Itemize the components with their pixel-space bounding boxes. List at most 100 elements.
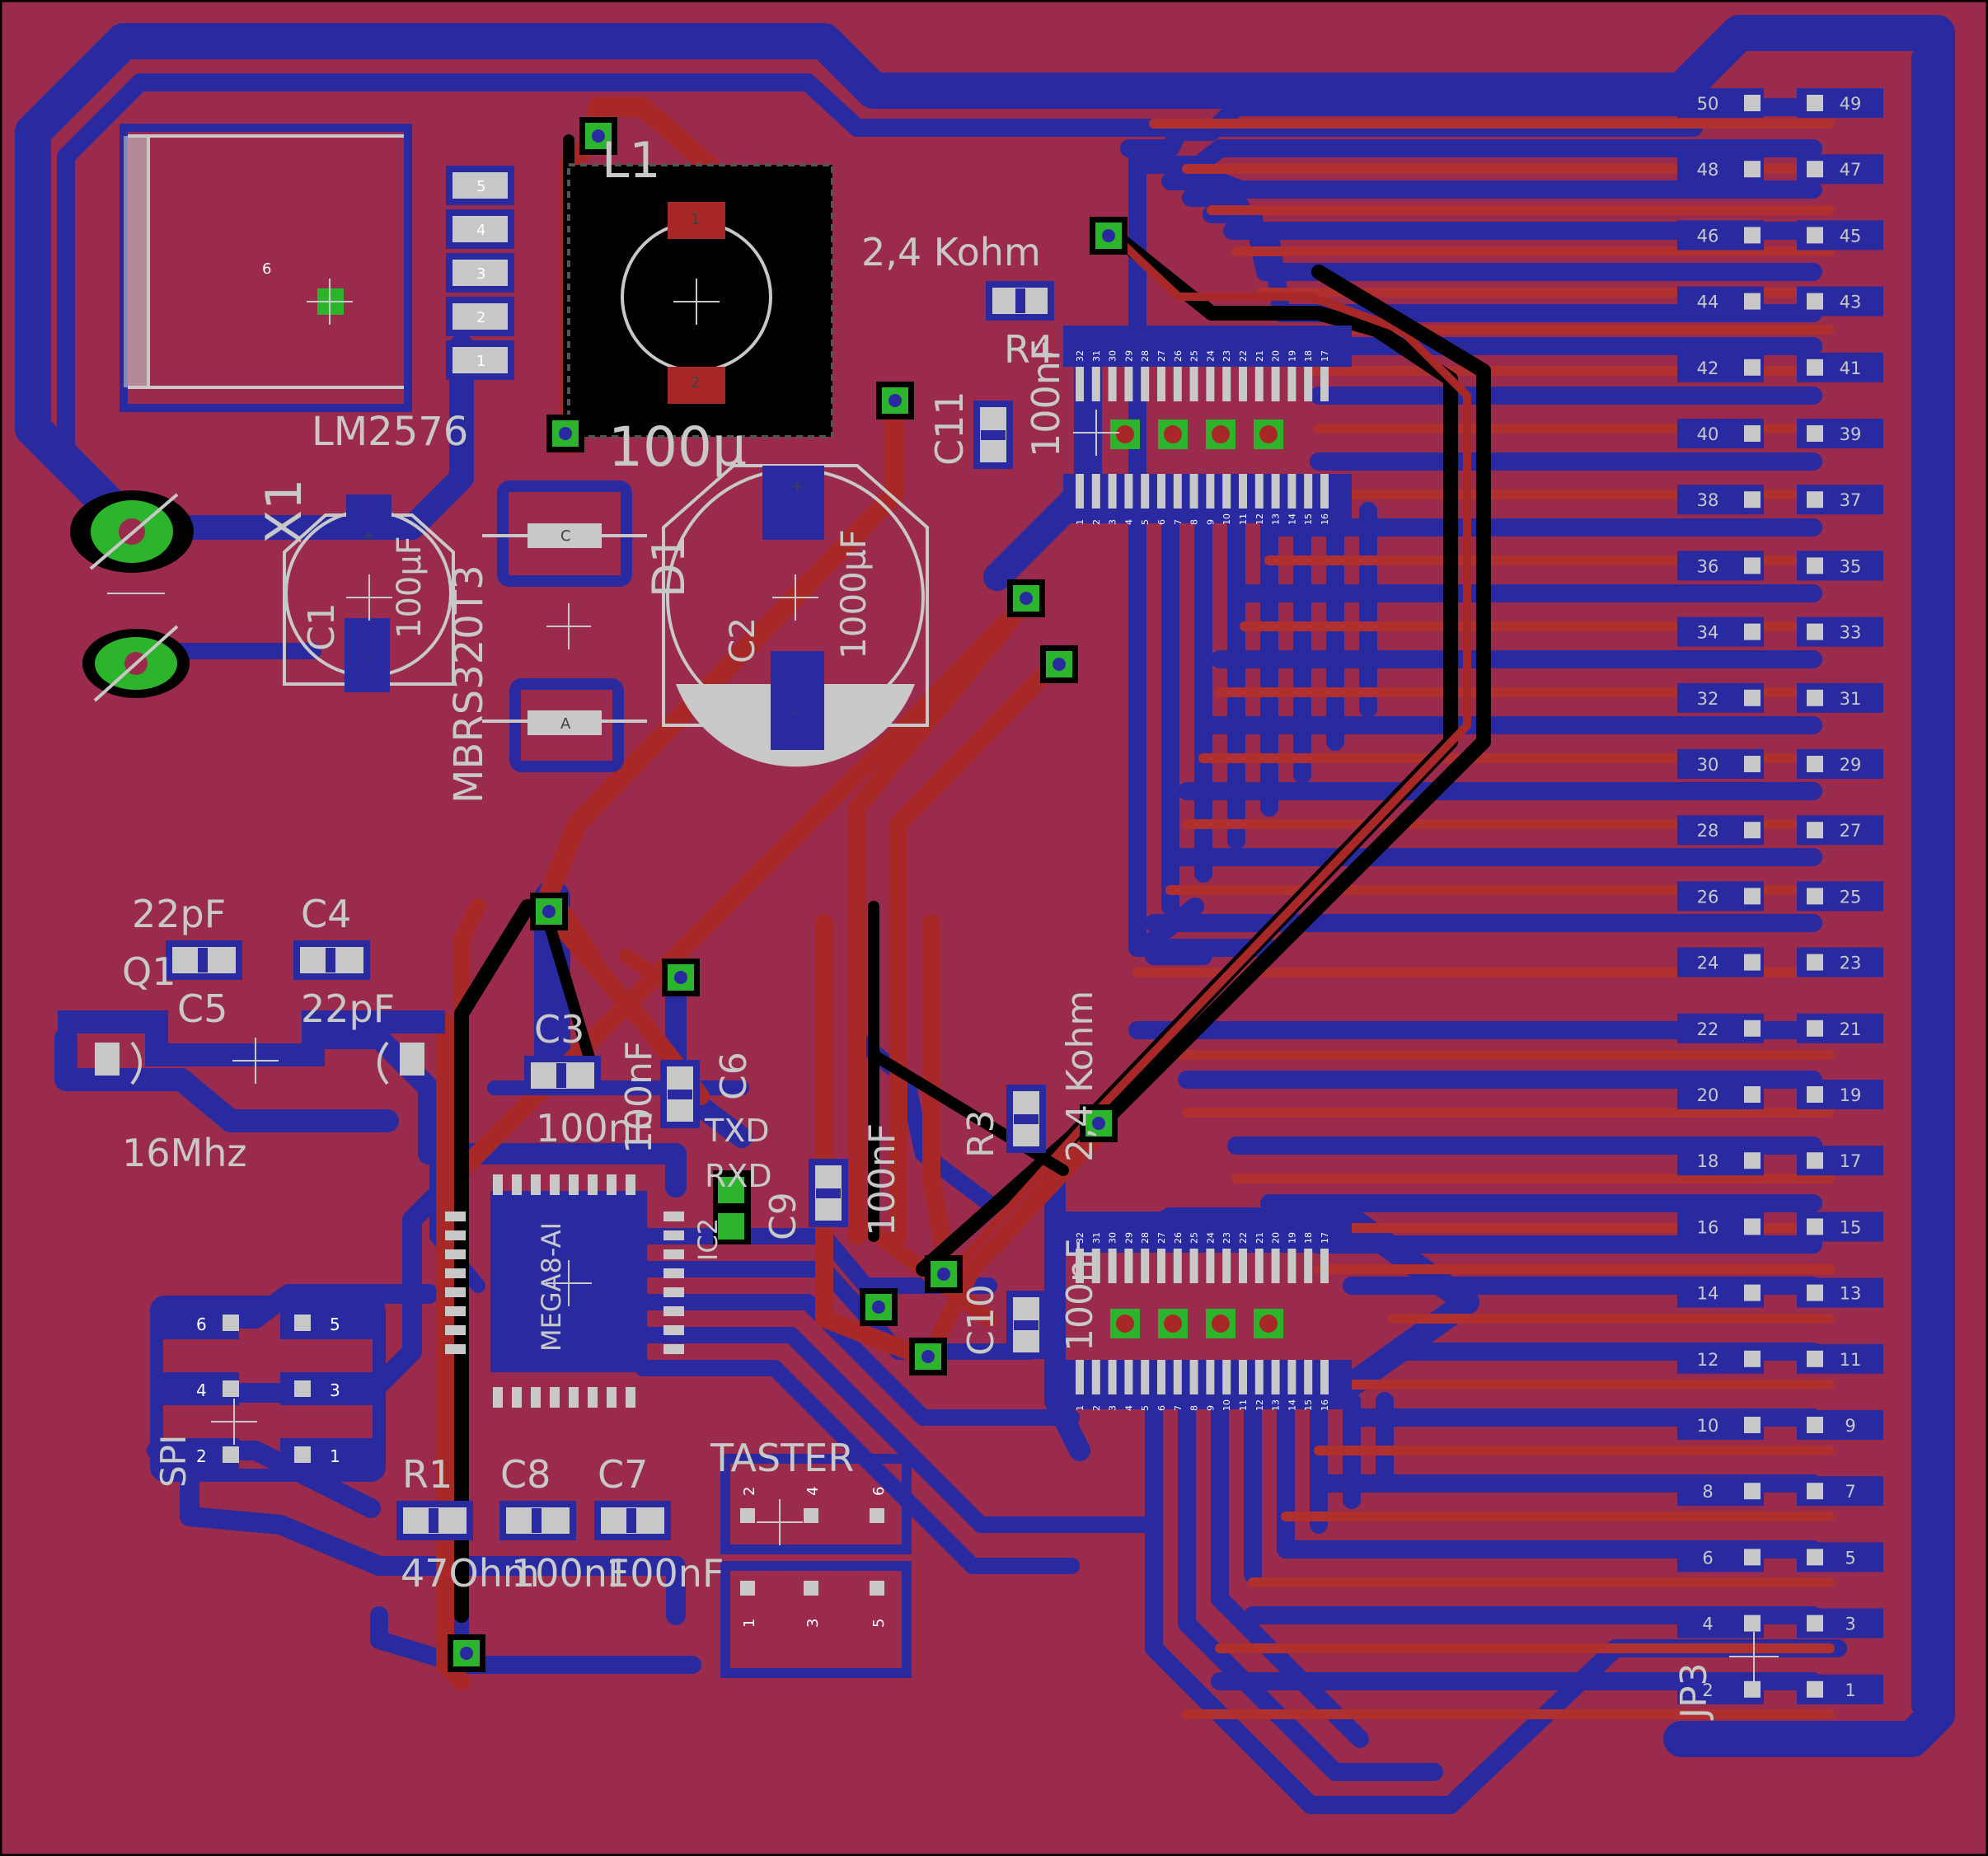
- spi-pin-numbers: 6 5 4 3 2 1: [196, 1315, 340, 1466]
- mcu-pad: [626, 1174, 635, 1195]
- jp3-pad-left: 26: [1677, 881, 1764, 912]
- fpc-pad: 7: [1173, 1360, 1184, 1411]
- jp3-pin-number: 49: [1840, 94, 1862, 114]
- mcu-pad: [493, 1174, 503, 1195]
- via: [1254, 1309, 1283, 1338]
- label-c3-value: 100nF: [536, 1106, 654, 1151]
- fpc-pin-number: 19: [1287, 1232, 1297, 1244]
- fpc-pad: 23: [1221, 350, 1232, 401]
- fpc-pin-number: 4: [1123, 519, 1134, 525]
- spi-pin-3: 3: [330, 1380, 340, 1400]
- fpc-pad: 20: [1271, 1232, 1282, 1283]
- via: [1158, 419, 1188, 449]
- fpc-pin-number: 30: [1108, 1232, 1118, 1244]
- fpc-pad: 13: [1271, 1360, 1282, 1411]
- cap-c10: [1006, 1291, 1046, 1359]
- fpc-pin-number: 16: [1320, 1399, 1330, 1411]
- spi-pin-5: 5: [330, 1315, 340, 1334]
- mcu-pad: [550, 1387, 560, 1408]
- jp3-pin-number: 5: [1845, 1548, 1855, 1568]
- jp3-pin-number: 26: [1697, 887, 1719, 907]
- fpc-pad: 19: [1287, 350, 1297, 401]
- jp3-pin-number: 16: [1697, 1217, 1719, 1237]
- jp3-pad-left: 34: [1677, 616, 1764, 647]
- fpc-pin-number: 23: [1221, 1232, 1232, 1244]
- fpc-pad: 14: [1287, 474, 1297, 525]
- fpc-pad: 23: [1221, 1232, 1232, 1283]
- diode-c-marker: C: [560, 527, 571, 545]
- spi-pin-6: 6: [196, 1315, 207, 1334]
- mcu-pad: [445, 1249, 466, 1259]
- fpc-pad: 4: [1123, 474, 1134, 525]
- jp3-pin-number: 33: [1840, 623, 1862, 643]
- label-x1: X1: [256, 479, 313, 544]
- fpc-pin-number: 1: [1075, 1405, 1085, 1411]
- fpc-pad: 32: [1075, 1232, 1085, 1283]
- fpc-pin-number: 17: [1320, 1232, 1330, 1244]
- jp3-pad-right: 9: [1797, 1410, 1883, 1440]
- lm-pin-3: 3: [476, 265, 485, 283]
- jp3-pin-number: 27: [1840, 821, 1862, 841]
- label-d1-part: MBRS320T3: [446, 565, 492, 804]
- fpc-pin-number: 25: [1189, 1232, 1200, 1244]
- lm2576-pin-numbers: 5 4 3 2 1 6: [262, 178, 485, 370]
- jp3-pad-left: 12: [1677, 1343, 1764, 1374]
- origin-marks: [107, 279, 1779, 1681]
- mcu-pad: [445, 1306, 466, 1316]
- label-taster: TASTER: [710, 1436, 854, 1480]
- label-c9-value: 100nF: [861, 1123, 903, 1236]
- fpc-pin-number: 6: [1156, 1405, 1167, 1411]
- fpc-pin-number: 5: [1140, 519, 1151, 525]
- fpc-pin-number: 12: [1254, 513, 1265, 525]
- taster-pin-4: 4: [804, 1487, 822, 1496]
- fpc-pin-number: 17: [1320, 350, 1330, 362]
- label-rxd: RXD: [705, 1158, 772, 1194]
- fpc-pin-number: 28: [1140, 1232, 1151, 1244]
- fpc-pin-number: 25: [1189, 350, 1200, 362]
- fpc-pad: 21: [1254, 350, 1265, 401]
- jp3-pad-right: 25: [1797, 881, 1883, 912]
- jp3-pin-number: 35: [1840, 556, 1862, 576]
- mcu-pad: [569, 1174, 579, 1195]
- c2-minus-marker: -: [791, 704, 797, 721]
- jp3-pin-number: 10: [1697, 1416, 1719, 1436]
- fpc-pad: 5: [1140, 474, 1151, 525]
- jp3-pad-right: 39: [1797, 419, 1883, 448]
- fpc-pad: 1: [1075, 1360, 1085, 1411]
- label-c7-value: 100nF: [606, 1551, 724, 1596]
- fpc-pad: 17: [1320, 1232, 1330, 1283]
- fpc-pad: 3: [1108, 1360, 1118, 1411]
- fpc-pad: 14: [1287, 1360, 1297, 1411]
- jp3-pin-number: 34: [1697, 623, 1719, 643]
- fpc-connector-top: 3213123032942852762672582492310221121122…: [1063, 326, 1352, 525]
- mcu-pad: [531, 1174, 541, 1195]
- mcu-pad: [512, 1174, 522, 1195]
- fpc-pin-number: 18: [1303, 350, 1314, 362]
- fpc-pin-number: 21: [1254, 350, 1265, 362]
- jp3-pin-number: 4: [1702, 1615, 1713, 1634]
- jp3-pin-number: 39: [1840, 424, 1862, 444]
- jp3-pin-number: 42: [1697, 359, 1719, 378]
- fpc-pin-number: 26: [1173, 350, 1184, 362]
- mcu-pad: [663, 1287, 684, 1297]
- jp3-pin-number: 14: [1697, 1284, 1719, 1304]
- fpc-pad: 2: [1091, 474, 1102, 525]
- label-mcu: MEGA8-AI: [536, 1222, 567, 1352]
- cap-c7: [594, 1501, 671, 1540]
- fpc-pin-number: 3: [1108, 1405, 1118, 1411]
- fpc-pad: 6: [1156, 1360, 1167, 1411]
- smd-caps: [166, 281, 1054, 1540]
- res-r1: [396, 1501, 473, 1540]
- jp3-pad-left: 24: [1677, 947, 1764, 977]
- mcu-pad: [512, 1387, 522, 1408]
- fpc-pin-number: 2: [1091, 519, 1102, 525]
- jp3-pin-number: 36: [1697, 556, 1719, 576]
- fpc-pad: 25: [1189, 1232, 1200, 1283]
- fpc-pin-number: 20: [1271, 1232, 1282, 1244]
- fpc-pin-number: 13: [1271, 513, 1282, 525]
- fpc-pin-number: 31: [1091, 1232, 1102, 1244]
- mcu-pad: [445, 1344, 466, 1354]
- label-r3: R3: [960, 1109, 1002, 1158]
- mcu-pad: [550, 1174, 560, 1195]
- lm-pin-4: 4: [476, 222, 485, 239]
